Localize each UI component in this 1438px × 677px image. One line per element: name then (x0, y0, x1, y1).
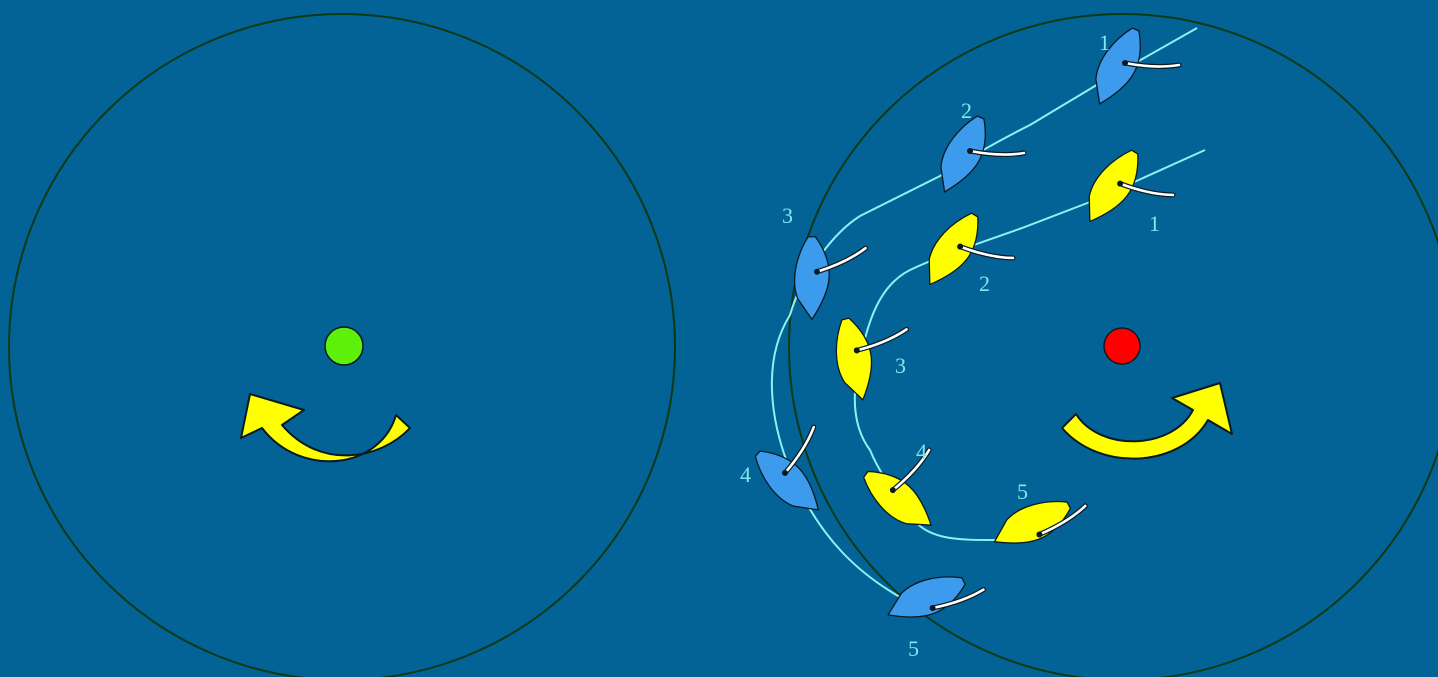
yellow-label-4: 4 (916, 439, 927, 464)
yellow-boat-5 (993, 494, 1086, 550)
blue-boat-4 (753, 423, 820, 523)
blue-label-4: 4 (740, 462, 751, 487)
blue-boat-2 (919, 113, 1027, 193)
blue-label-3: 3 (782, 203, 793, 228)
blue-label-1: 1 (1099, 30, 1110, 55)
blue-label-5: 5 (908, 636, 919, 661)
left-zone-circle (8, 13, 676, 677)
blue-boat-track (770, 27, 1198, 601)
blue-boat-3 (771, 232, 868, 321)
yellow-label-5: 5 (1017, 479, 1028, 504)
yellow-label-1: 1 (1149, 211, 1160, 236)
yellow-boat-1 (1069, 147, 1176, 223)
counter-clockwise-arrow (240, 393, 411, 463)
red-mark (1103, 327, 1141, 365)
blue-boat-1 (1074, 25, 1182, 105)
clockwise-arrow (1061, 382, 1233, 460)
yellow-boat-track (853, 149, 1206, 541)
blue-boat-5 (887, 567, 985, 626)
green-mark (324, 326, 364, 366)
yellow-label-3: 3 (895, 353, 906, 378)
blue-label-2: 2 (961, 98, 972, 123)
yellow-label-2: 2 (979, 271, 990, 296)
right-zone-circle (788, 13, 1438, 677)
yellow-boat-2 (909, 210, 1016, 286)
